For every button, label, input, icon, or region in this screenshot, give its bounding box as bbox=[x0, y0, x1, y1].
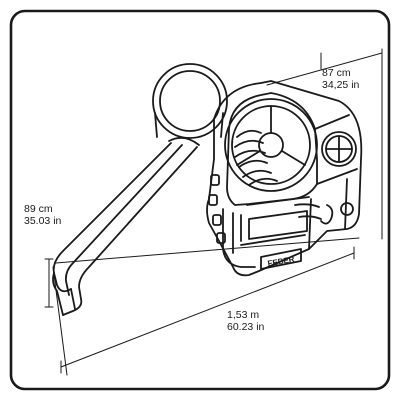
dimension-lines bbox=[44, 52, 355, 374]
slide bbox=[52, 136, 200, 316]
climbing-hoop bbox=[152, 63, 228, 139]
length-dimension-label: 1,53 m 60.23 in bbox=[227, 309, 264, 333]
length-imperial: 60.23 in bbox=[227, 321, 265, 333]
height-imperial: 35.03 in bbox=[24, 215, 62, 227]
illustration-frame: FEBER bbox=[9, 9, 391, 391]
length-metric: 1,53 m bbox=[227, 309, 260, 321]
frame-border bbox=[9, 9, 391, 391]
height-metric: 89 cm bbox=[24, 203, 53, 215]
play-tower bbox=[206, 80, 363, 277]
depth-imperial: 34,25 in bbox=[322, 79, 360, 91]
slide-playset-drawing: FEBER bbox=[9, 9, 391, 391]
depth-metric: 87 cm bbox=[322, 67, 351, 79]
brand-logo: FEBER bbox=[267, 255, 295, 269]
height-dimension-label: 89 cm 35.03 in bbox=[24, 203, 61, 227]
depth-dimension-label: 87 cm 34,25 in bbox=[322, 67, 359, 91]
